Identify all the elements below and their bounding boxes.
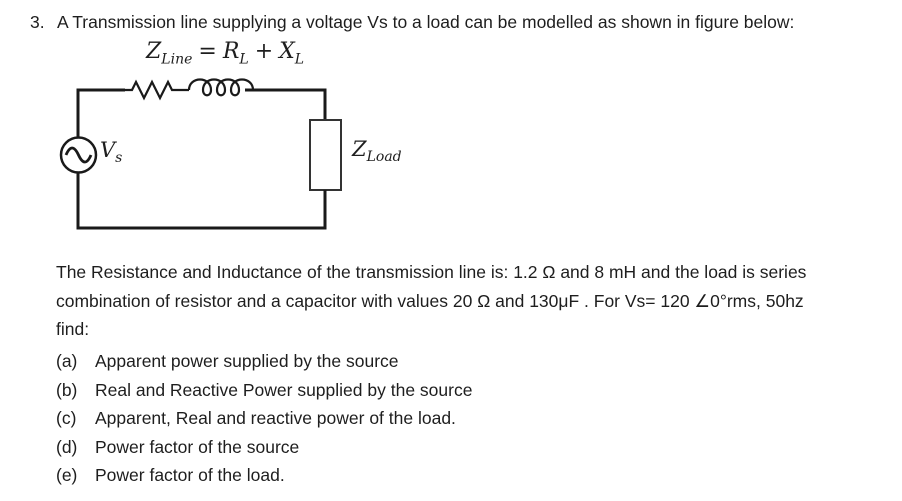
question-item-b: (b) Real and Reactive Power supplied by … (56, 376, 472, 405)
formula-r-base: R (222, 39, 240, 64)
question-text: Power factor of the load. (95, 465, 285, 485)
question-text: Apparent power supplied by the source (95, 351, 399, 371)
wire-top-left (76, 88, 125, 138)
formula-r-subscript: L (239, 51, 249, 68)
question-label: (a) (56, 351, 78, 371)
question-label: (d) (56, 436, 78, 457)
formula-z-base: Z (146, 39, 162, 64)
question-text: Power factor of the source (95, 436, 300, 457)
description-line-2: combination of resistor and a capacitor … (56, 290, 804, 311)
source-voltage-subscript: s (115, 150, 123, 167)
load-impedance-label: ZLoad (352, 137, 402, 164)
resistor-icon (125, 79, 189, 101)
source-voltage-base: V (100, 138, 116, 162)
circuit-diagram: Vs ZLoad (55, 78, 485, 246)
source-voltage-label: Vs (100, 138, 122, 165)
description-line-3: find: (56, 319, 90, 339)
question-item-d: (d) Power factor of the source (56, 433, 472, 462)
question-label: (e) (56, 465, 78, 485)
description-line-1: The Resistance and Inductance of the tra… (56, 262, 807, 282)
question-label: (b) (56, 379, 78, 400)
question-item-a: (a) Apparent power supplied by the sourc… (56, 347, 472, 376)
load-box-icon (309, 119, 342, 191)
question-text: Real and Reactive Power supplied by the … (95, 379, 473, 400)
load-impedance-subscript: Load (366, 149, 402, 166)
wire-top-right (245, 88, 327, 120)
formula-plus-sign: + (254, 39, 274, 64)
question-item-e: (e) Power factor of the load. (56, 461, 472, 490)
load-impedance-base: Z (352, 137, 367, 161)
question-list: (a) Apparent power supplied by the sourc… (56, 347, 472, 490)
problem-heading: 3. A Transmission line supplying a volta… (30, 11, 794, 34)
formula-x-base: X (279, 39, 295, 64)
inductor-icon (187, 78, 255, 97)
circuit-schematic-svg (59, 78, 342, 230)
formula-x-subscript: L (294, 51, 305, 68)
line-impedance-formula: ZLine=RL+XL (146, 39, 305, 68)
question-item-c: (c) Apparent, Real and reactive power of… (56, 404, 472, 433)
formula-equals-sign: = (198, 39, 217, 64)
problem-description: The Resistance and Inductance of the tra… (56, 258, 806, 344)
problem-number: 3. (30, 12, 45, 32)
problem-statement: A Transmission line supplying a voltage … (57, 12, 795, 32)
sine-wave-icon (64, 146, 93, 164)
wire-bottom (76, 172, 327, 230)
question-label: (c) (56, 408, 77, 428)
question-text: Apparent, Real and reactive power of the… (95, 408, 456, 428)
formula-z-subscript: Line (161, 51, 193, 68)
